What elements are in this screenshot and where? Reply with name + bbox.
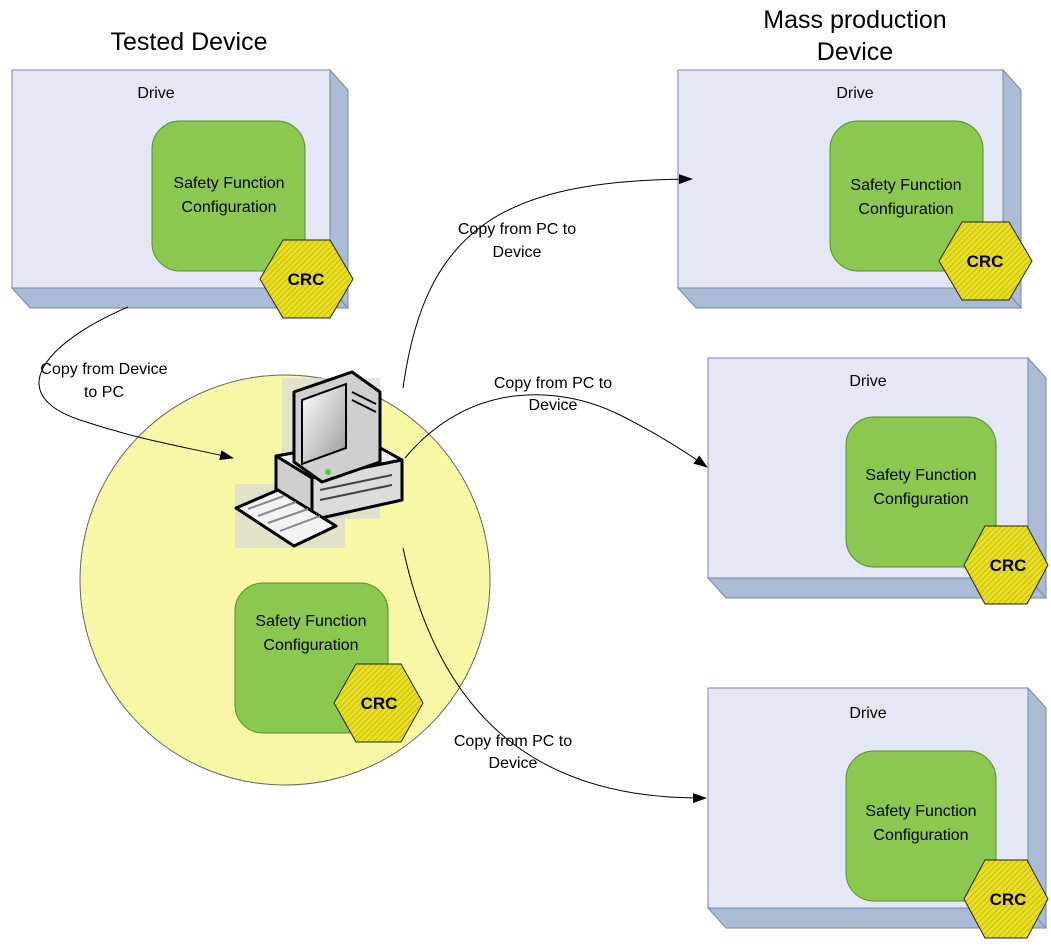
mass-drive-box-1: Drive Safety Function Configuration CRC — [676, 68, 1033, 310]
crc-label: CRC — [361, 694, 398, 713]
config-label-line1: Safety Function — [865, 803, 976, 820]
drive-label: Drive — [137, 85, 174, 102]
config-label-line2: Configuration — [873, 491, 968, 508]
arrow-pc-to-device-1 — [402, 174, 693, 389]
crc-hexagon — [938, 221, 1033, 301]
safety-config-block — [829, 120, 984, 272]
config-label-line2: Configuration — [873, 827, 968, 844]
crc-hexagon — [963, 525, 1049, 605]
config-label-line2: Configuration — [263, 637, 358, 654]
safety-config-block — [845, 416, 997, 568]
safety-config-block — [845, 750, 997, 902]
arrow-label-pc-to-device-3-line1: Copy from PC to — [454, 733, 572, 750]
arrow-label-pc-to-device-3-line2: Device — [489, 755, 538, 772]
arrow-device-to-pc — [38, 306, 234, 461]
drive-label: Drive — [849, 373, 886, 390]
tested-device-title: Tested Device — [110, 28, 267, 56]
mass-production-title-line2: Device — [817, 38, 893, 66]
arrow-label-pc-to-device-1-line2: Device — [493, 244, 542, 261]
drive-label: Drive — [836, 85, 873, 102]
arrow-label-pc-to-device-1-line1: Copy from PC to — [458, 221, 576, 238]
config-label-line1: Safety Function — [865, 467, 976, 484]
drive-label: Drive — [849, 705, 886, 722]
arrow-label-pc-to-device-2-line1: Copy from PC to — [494, 375, 612, 392]
crc-label: CRC — [990, 890, 1027, 909]
config-label-line1: Safety Function — [173, 175, 284, 192]
crc-hexagon — [259, 239, 354, 319]
crc-label: CRC — [990, 556, 1027, 575]
mass-production-title-line1: Mass production — [763, 6, 946, 34]
computer-icon — [234, 370, 404, 548]
crc-hexagon — [963, 859, 1049, 939]
arrow-pc-to-device-2 — [404, 394, 708, 468]
arrow-label-device-to-pc-line1: Copy from Device — [40, 361, 167, 378]
config-label-line2: Configuration — [181, 199, 276, 216]
mass-drive-box-3: Drive Safety Function Configuration CRC — [706, 686, 1049, 939]
arrow-label-device-to-pc-line2: to PC — [84, 384, 124, 401]
config-label-line1: Safety Function — [850, 177, 961, 194]
config-label-line1: Safety Function — [255, 613, 366, 630]
arrow-pc-to-device-3 — [402, 547, 707, 804]
tested-drive-box: Drive Safety Function Configuration CRC — [10, 68, 354, 319]
crc-label: CRC — [967, 252, 1004, 271]
config-label-line2: Configuration — [858, 201, 953, 218]
crc-label: CRC — [288, 270, 325, 289]
pc-config-copy: Safety Function Configuration CRC — [234, 582, 424, 743]
mass-drive-box-2: Drive Safety Function Configuration CRC — [706, 356, 1049, 605]
crc-hexagon — [333, 663, 424, 743]
arrow-label-pc-to-device-2-line2: Device — [529, 397, 578, 414]
safety-config-block — [151, 120, 306, 272]
